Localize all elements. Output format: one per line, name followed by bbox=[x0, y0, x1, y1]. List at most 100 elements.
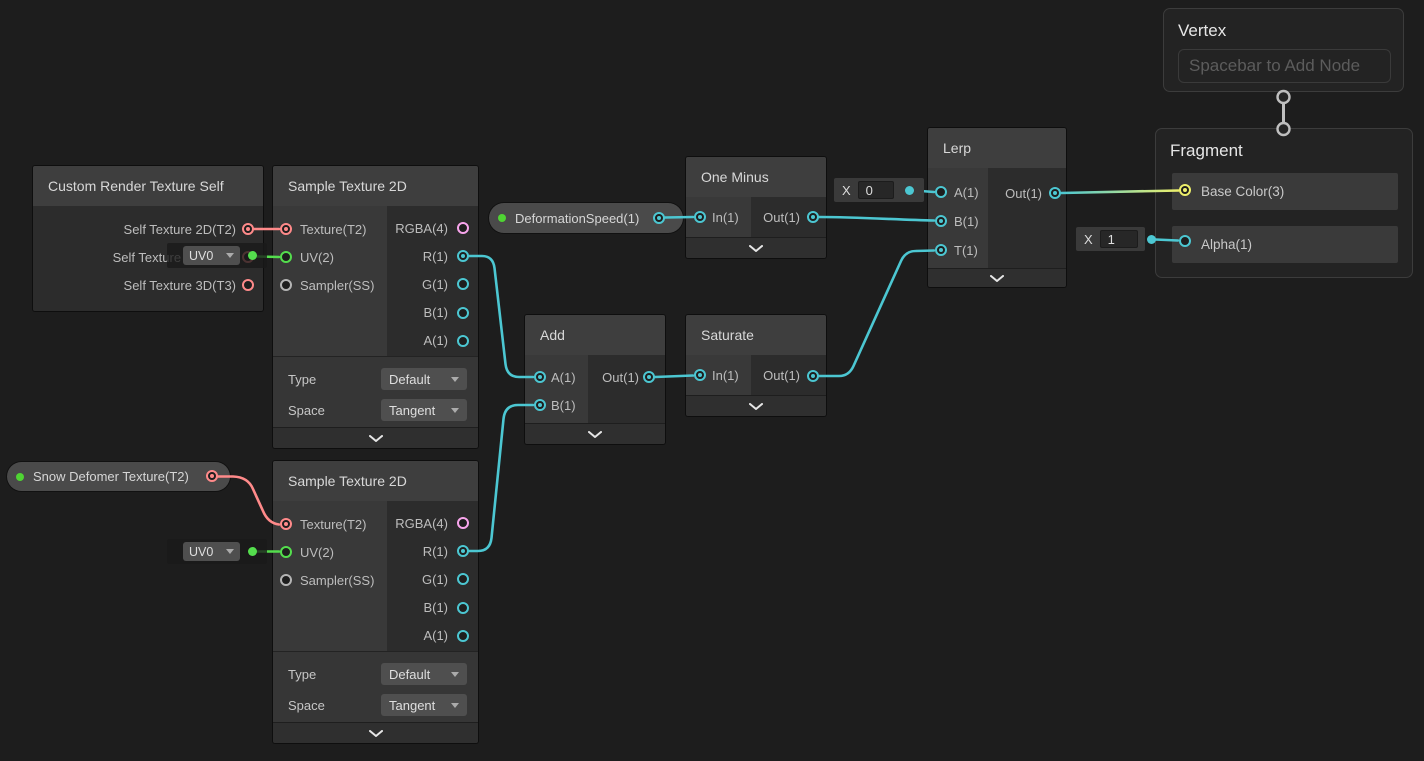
block-alpha[interactable]: Alpha(1) bbox=[1172, 226, 1398, 263]
port-sample-top-rgba[interactable] bbox=[457, 222, 469, 234]
node-sample-texture-2d-bottom[interactable]: Sample Texture 2D Texture(T2) UV(2) Samp… bbox=[273, 461, 478, 743]
port-label: UV(2) bbox=[300, 544, 334, 560]
port-label: Sampler(SS) bbox=[300, 572, 375, 588]
port-lerp-b[interactable] bbox=[935, 215, 947, 227]
port-fragment-base-color[interactable] bbox=[1179, 184, 1191, 196]
node-sample-texture-2d-top[interactable]: Sample Texture 2D Texture(T2) UV(2) Samp… bbox=[273, 166, 478, 448]
type-dropdown[interactable]: Default bbox=[381, 368, 467, 390]
collapse-button[interactable] bbox=[273, 427, 478, 448]
port-crt-self-texture-3d[interactable] bbox=[242, 279, 254, 291]
collapse-button[interactable] bbox=[928, 268, 1066, 287]
port-sample-bottom-r[interactable] bbox=[457, 545, 469, 557]
port-sample-bottom-g[interactable] bbox=[457, 573, 469, 585]
uv-channel-dropdown[interactable]: UV0 bbox=[183, 246, 240, 265]
uv-default-widget-top: UV0 bbox=[167, 243, 267, 268]
port-label: In(1) bbox=[712, 367, 739, 383]
port-lerp-t[interactable] bbox=[935, 244, 947, 256]
port-sample-top-texture[interactable] bbox=[280, 223, 292, 235]
edge-saturate-to-lerp-t[interactable] bbox=[817, 249, 936, 378]
dropdown-value: Default bbox=[389, 371, 431, 387]
port-saturate-in[interactable] bbox=[694, 369, 706, 381]
port-label: Self Texture 2D(T2) bbox=[123, 221, 236, 237]
output-row: B(1) bbox=[387, 298, 478, 326]
dropdown-arrow-icon bbox=[451, 376, 459, 382]
node-custom-render-texture-self[interactable]: Custom Render Texture Self Self Texture … bbox=[33, 166, 263, 311]
port-sample-top-g[interactable] bbox=[457, 278, 469, 290]
collapse-button[interactable] bbox=[273, 722, 478, 743]
output-row: G(1) bbox=[387, 270, 478, 298]
port-sample-bottom-b[interactable] bbox=[457, 602, 469, 614]
port-sample-bottom-uv[interactable] bbox=[280, 546, 292, 558]
port-sample-top-r[interactable] bbox=[457, 250, 469, 262]
dropdown-arrow-icon bbox=[451, 407, 459, 413]
node-title: One Minus bbox=[686, 157, 826, 197]
port-oneminus-out[interactable] bbox=[807, 211, 819, 223]
chevron-down-icon bbox=[990, 274, 1004, 282]
port-label: A(1) bbox=[423, 332, 448, 348]
type-dropdown[interactable]: Default bbox=[381, 663, 467, 685]
port-crt-self-texture-2d[interactable] bbox=[242, 223, 254, 235]
x-value-input[interactable]: 1 bbox=[1099, 230, 1138, 248]
port-sample-top-a[interactable] bbox=[457, 335, 469, 347]
context-fragment[interactable]: Fragment Base Color(3) Alpha(1) bbox=[1155, 128, 1413, 278]
input-row: Sampler(SS) bbox=[273, 566, 387, 594]
node-one-minus[interactable]: One Minus In(1) Out(1) bbox=[686, 157, 826, 258]
edge-r-to-add-a[interactable] bbox=[467, 254, 535, 379]
port-add-out[interactable] bbox=[643, 371, 655, 383]
port-sample-bottom-texture[interactable] bbox=[280, 518, 292, 530]
port-sample-bottom-rgba[interactable] bbox=[457, 517, 469, 529]
port-lerp-a[interactable] bbox=[935, 186, 947, 198]
x-value-input[interactable]: 0 bbox=[857, 181, 894, 199]
node-lerp[interactable]: Lerp A(1) B(1) T(1) Out(1) bbox=[928, 128, 1066, 287]
property-node-deformation-speed[interactable]: DeformationSpeed(1) bbox=[489, 203, 683, 233]
context-vertex[interactable]: Vertex Spacebar to Add Node bbox=[1163, 8, 1404, 92]
port-sample-bottom-sampler[interactable] bbox=[280, 574, 292, 586]
port-saturate-out[interactable] bbox=[807, 370, 819, 382]
edge-oneminus-to-lerp-b[interactable] bbox=[817, 215, 936, 222]
block-base-color[interactable]: Base Color(3) bbox=[1172, 173, 1398, 210]
node-title: Saturate bbox=[686, 315, 826, 355]
port-sample-top-uv[interactable] bbox=[280, 251, 292, 263]
collapse-button[interactable] bbox=[686, 237, 826, 258]
port-add-b[interactable] bbox=[534, 399, 546, 411]
output-row: RGBA(4) bbox=[387, 509, 478, 537]
port-label: R(1) bbox=[422, 248, 448, 264]
node-saturate[interactable]: Saturate In(1) Out(1) bbox=[686, 315, 826, 416]
port-label: Out(1) bbox=[763, 367, 800, 383]
chevron-down-icon bbox=[749, 402, 763, 410]
output-row: R(1) bbox=[387, 242, 478, 270]
node-title: Lerp bbox=[928, 128, 1066, 168]
dropdown-arrow-icon bbox=[226, 549, 234, 554]
node-add[interactable]: Add A(1) B(1) Out(1) bbox=[525, 315, 665, 444]
port-label: Out(1) bbox=[602, 369, 639, 385]
port-sample-top-b[interactable] bbox=[457, 307, 469, 319]
dropdown-value: Default bbox=[389, 666, 431, 682]
add-node-placeholder[interactable]: Spacebar to Add Node bbox=[1178, 49, 1391, 83]
port-fragment-alpha[interactable] bbox=[1179, 235, 1191, 247]
input-row: B(1) bbox=[928, 207, 988, 236]
edge-r-to-add-b[interactable] bbox=[467, 403, 535, 553]
node-title-text: Custom Render Texture Self bbox=[48, 178, 224, 194]
port-sample-top-sampler[interactable] bbox=[280, 279, 292, 291]
dropdown-arrow-icon bbox=[226, 253, 234, 258]
property-node-snow-deformer-texture[interactable]: Snow Defomer Texture(T2) bbox=[7, 462, 230, 491]
port-sample-bottom-a[interactable] bbox=[457, 630, 469, 642]
space-dropdown[interactable]: Tangent bbox=[381, 694, 467, 716]
port-snow-deformer-out[interactable] bbox=[206, 470, 218, 482]
port-lerp-out[interactable] bbox=[1049, 187, 1061, 199]
x-value: 1 bbox=[1107, 231, 1115, 247]
port-add-a[interactable] bbox=[534, 371, 546, 383]
collapse-button[interactable] bbox=[525, 423, 665, 444]
setting-label: Type bbox=[288, 666, 317, 682]
port-label: In(1) bbox=[712, 209, 739, 225]
input-row: T(1) bbox=[928, 236, 988, 265]
node-title-text: Saturate bbox=[701, 327, 754, 343]
uv-channel-dropdown[interactable]: UV0 bbox=[183, 542, 240, 561]
port-deformationspeed-out[interactable] bbox=[653, 212, 665, 224]
collapse-button[interactable] bbox=[686, 395, 826, 416]
space-dropdown[interactable]: Tangent bbox=[381, 399, 467, 421]
chevron-down-icon bbox=[368, 729, 383, 737]
port-label: B(1) bbox=[423, 304, 448, 320]
port-oneminus-in[interactable] bbox=[694, 211, 706, 223]
